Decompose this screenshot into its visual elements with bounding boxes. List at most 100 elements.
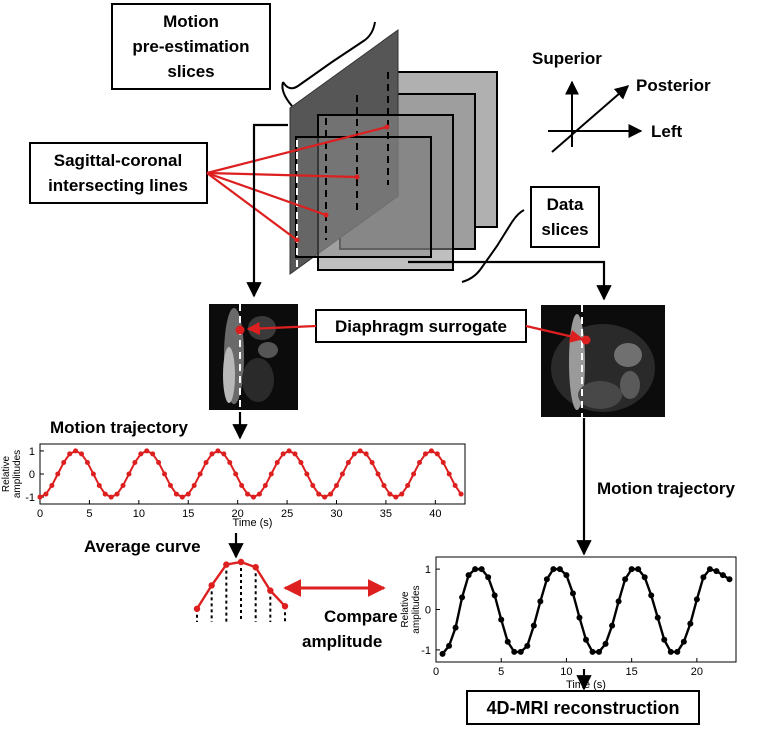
data-point [446, 471, 452, 477]
data-point [550, 566, 557, 573]
data-point [543, 576, 550, 583]
x-tick-label: 35 [380, 508, 392, 520]
y-tick-label: 1 [29, 446, 35, 458]
data-point [268, 471, 274, 477]
data-point [363, 451, 369, 457]
data-point [223, 561, 230, 568]
posterior-label: Posterior [636, 76, 711, 95]
data-point [250, 494, 256, 500]
data-point [252, 564, 259, 571]
data-point [563, 572, 570, 579]
data-point [589, 648, 596, 655]
data-point [126, 471, 132, 477]
data-point [472, 566, 479, 573]
data-point [73, 448, 79, 454]
x-tick-label: 0 [433, 666, 439, 678]
data-point [96, 483, 102, 489]
data-point [615, 598, 622, 605]
coronal-mri-image [541, 305, 665, 417]
data-point [173, 491, 179, 497]
data-point [67, 451, 73, 457]
data-point [49, 483, 55, 489]
pre-estimation-label-2: pre-estimation [132, 37, 249, 56]
data-point [459, 594, 466, 601]
diaphragm-label: Diaphragm surrogate [335, 317, 507, 336]
red-pointer-dots [294, 124, 390, 243]
data-point [339, 471, 345, 477]
data-point [185, 491, 191, 497]
data-point [511, 648, 518, 655]
data-point [43, 491, 49, 497]
x-tick-label: 10 [133, 508, 145, 520]
data-point [465, 572, 472, 579]
brace-pre-estimation [282, 21, 376, 90]
data-point [428, 448, 434, 454]
x-tick-label: 5 [86, 508, 92, 520]
data-point [351, 451, 357, 457]
data-point [215, 448, 221, 454]
data-point [237, 558, 245, 566]
reconstruction-box [466, 690, 700, 725]
data-point [405, 483, 411, 489]
superior-label: Superior [532, 49, 602, 68]
data-point [491, 592, 498, 599]
red-pointer-lines [206, 125, 388, 241]
pre-estimation-label-1: Motion [163, 12, 219, 31]
data-slices-label-2: slices [541, 220, 588, 239]
data-point [197, 471, 203, 477]
diaphragm-box [315, 309, 527, 343]
orientation-axes [548, 80, 643, 153]
data-point [191, 483, 197, 489]
data-point [667, 648, 674, 655]
data-point [641, 574, 648, 581]
data-point [537, 598, 544, 605]
data-point [167, 483, 173, 489]
data-point [381, 483, 387, 489]
data-point [209, 451, 215, 457]
data-point [267, 587, 274, 594]
data-point [114, 491, 120, 497]
y-tick-label: 1 [425, 564, 431, 576]
data-point [102, 491, 108, 497]
data-point [322, 494, 328, 500]
x-tick-label: 5 [498, 666, 504, 678]
data-point [602, 640, 609, 647]
data-point [452, 483, 458, 489]
data-point [345, 459, 351, 465]
data-point [726, 576, 733, 583]
data-point [239, 483, 245, 489]
x-tick-label: 40 [429, 508, 441, 520]
x-tick-label: 25 [281, 508, 293, 520]
data-point [280, 451, 286, 457]
data-point [393, 494, 399, 500]
data-point [357, 448, 363, 454]
data-point [286, 448, 292, 454]
brace-data-slices [461, 209, 525, 283]
data-point [208, 582, 215, 589]
data-point [193, 605, 201, 612]
data-point [485, 574, 492, 581]
data-point [399, 491, 405, 497]
data-point [144, 448, 150, 454]
data-point [628, 566, 635, 573]
average-curve-chart [193, 558, 289, 622]
arrow-to-coronal-image [408, 260, 612, 301]
data-point [256, 491, 262, 497]
data-point [674, 648, 681, 655]
data-point [274, 459, 280, 465]
data-point [55, 471, 61, 477]
data-point [556, 566, 563, 573]
data-point [262, 483, 268, 489]
data-point [648, 592, 655, 599]
data-point [661, 636, 668, 643]
data-point [700, 574, 707, 581]
data-slices-label-1: Data [547, 195, 584, 214]
data-point [622, 576, 629, 583]
y-tick-label: -1 [25, 492, 35, 504]
y-tick-label: -1 [421, 645, 431, 657]
x-axis-label: Time (s) [566, 679, 606, 691]
data-point [120, 483, 126, 489]
data-point [375, 471, 381, 477]
